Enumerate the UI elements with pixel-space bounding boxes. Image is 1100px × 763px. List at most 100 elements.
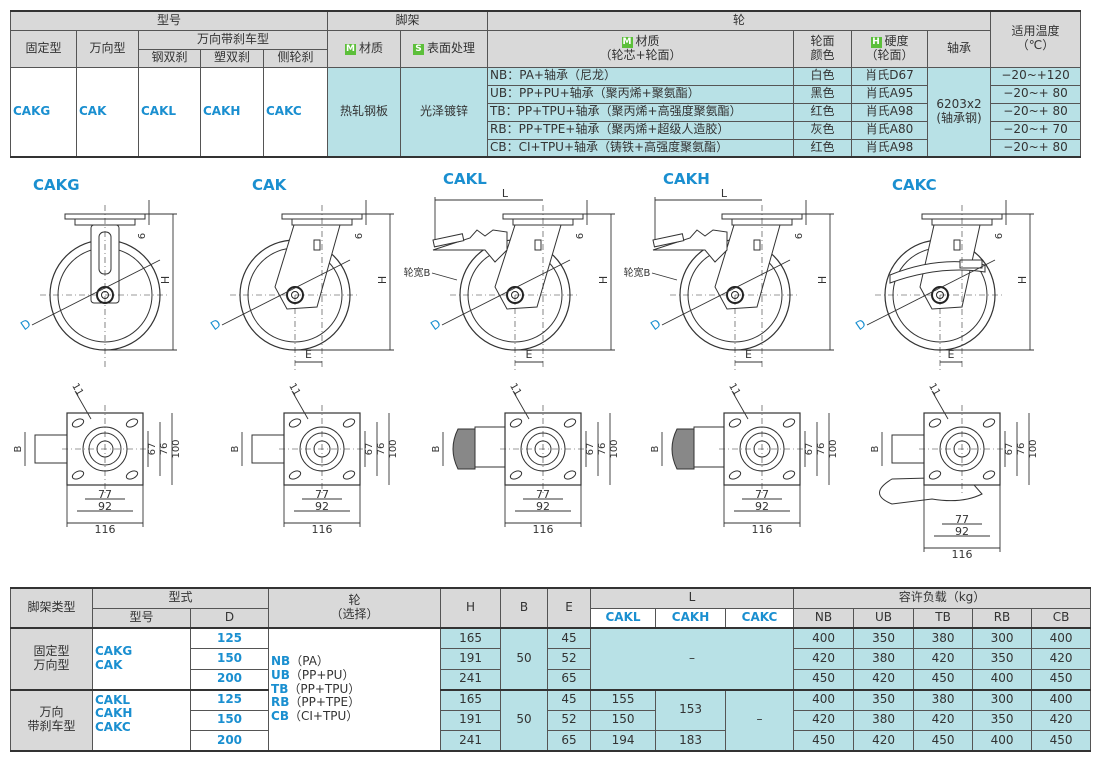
brake-lever-icon bbox=[432, 229, 508, 263]
header-L: L bbox=[590, 587, 795, 609]
dim-67-label: 67 bbox=[147, 443, 158, 456]
bearing: 6203x2(轴承钢) bbox=[927, 66, 992, 158]
hole-label: 11 bbox=[726, 381, 742, 398]
dim-92-label: 92 bbox=[536, 500, 550, 513]
bracket-surface: 光泽镀锌 bbox=[400, 66, 489, 158]
wheel-option: NB（PA） bbox=[271, 654, 440, 669]
L-CAKL-value: 155 bbox=[590, 688, 657, 711]
wheel-side-icon bbox=[452, 428, 476, 470]
hole-leader bbox=[74, 390, 92, 420]
wheel-width-label: 轮宽B bbox=[624, 266, 651, 279]
header-load-type: UB bbox=[853, 607, 915, 629]
model-cell: CAKH bbox=[200, 66, 264, 158]
wheel-code: TB bbox=[271, 681, 289, 696]
D-leader bbox=[866, 259, 996, 326]
load-value: 300 bbox=[972, 688, 1033, 711]
header-side-brake: 侧轮刹 bbox=[262, 48, 329, 68]
hardness: 肖氏A98 bbox=[851, 138, 929, 158]
header-model: 型号 bbox=[92, 607, 191, 629]
bolt-slot-icon bbox=[125, 418, 139, 428]
load-value: 350 bbox=[853, 627, 915, 649]
six-label: 6 bbox=[794, 233, 805, 239]
tread-color: 红色 bbox=[793, 138, 853, 158]
header-H: H bbox=[440, 587, 502, 629]
header-D: D bbox=[189, 607, 270, 629]
wheel-material-badge-icon: M bbox=[621, 36, 633, 48]
wheel-code: RB bbox=[271, 695, 290, 710]
model-code: CAKL bbox=[95, 692, 131, 707]
wheel-material-sub: （轮芯+轮面） bbox=[599, 47, 682, 62]
header-load-type: CB bbox=[1031, 607, 1092, 629]
L-CAKL-value: 150 bbox=[590, 709, 657, 731]
model-cell: CAKL bbox=[138, 66, 201, 158]
E-value: 45 bbox=[547, 688, 592, 711]
brake-pedal bbox=[432, 233, 465, 248]
header-L-model: CAKL bbox=[590, 607, 657, 629]
tread-color: 白色 bbox=[793, 66, 853, 86]
header-form: 型式 bbox=[91, 587, 270, 609]
bolt-slot-icon bbox=[728, 418, 742, 428]
load-value: 380 bbox=[853, 648, 915, 670]
E-value: 65 bbox=[547, 668, 592, 690]
load-value: 450 bbox=[913, 730, 974, 752]
E-label: E bbox=[948, 348, 955, 361]
six-label: 6 bbox=[354, 233, 365, 239]
model-title: CAKG bbox=[33, 176, 80, 194]
header-E: E bbox=[547, 587, 592, 629]
six-label: 6 bbox=[994, 233, 1005, 239]
brake-lever-icon bbox=[652, 229, 728, 263]
temp-range: −20~+ 70 bbox=[990, 120, 1082, 140]
bolt-slot-icon bbox=[928, 470, 942, 480]
B-label: B bbox=[13, 445, 24, 452]
dim-116-label: 116 bbox=[533, 523, 554, 536]
bracket-type-line: 万向 bbox=[39, 705, 64, 720]
surface-badge-icon: S bbox=[413, 43, 425, 55]
wheel-desc: （PP+TPU） bbox=[288, 681, 361, 696]
dim-116-label: 116 bbox=[312, 523, 333, 536]
diameter: 150 bbox=[189, 709, 270, 731]
L-CAKC-value: – bbox=[725, 688, 795, 752]
wheel-side-icon bbox=[34, 434, 68, 464]
load-value: 420 bbox=[853, 668, 915, 690]
D-label: D bbox=[18, 316, 34, 333]
model-title: CAKH bbox=[663, 170, 710, 188]
material-badge-icon: M bbox=[345, 43, 356, 55]
D-label: D bbox=[648, 316, 664, 333]
fork-window bbox=[534, 239, 542, 251]
wheel-width-leader bbox=[431, 272, 458, 281]
load-value: 420 bbox=[793, 648, 855, 670]
dim-100-label: 100 bbox=[1028, 439, 1039, 458]
bolt-slot-icon bbox=[982, 470, 996, 480]
model-code: CAKH bbox=[95, 706, 133, 721]
surface-label: 表面处理 bbox=[427, 40, 476, 55]
load-value: 350 bbox=[972, 648, 1033, 670]
wheel-desc: （PP+PU） bbox=[289, 667, 355, 682]
bolt-slot-icon bbox=[71, 418, 85, 428]
bolt-slot-icon bbox=[288, 418, 302, 428]
dim-100-label: 100 bbox=[828, 439, 839, 458]
wheel-material: NB：PA+轴承（尼龙） bbox=[487, 66, 795, 86]
D-label: D bbox=[208, 316, 224, 333]
header-plastic-double: 塑双刹 bbox=[200, 48, 264, 68]
dim-76-label: 76 bbox=[597, 443, 608, 456]
load-value: 400 bbox=[972, 668, 1033, 690]
hole-label: 11 bbox=[507, 381, 523, 398]
tread-color-label-2: 颜色 bbox=[810, 47, 835, 62]
temp-range: −20~+ 80 bbox=[990, 138, 1082, 158]
model-title: CAKC bbox=[892, 176, 937, 194]
model-cell: CAKG bbox=[10, 66, 77, 158]
hole-label: 11 bbox=[69, 381, 85, 398]
temp-label: 适用温度 bbox=[1011, 24, 1060, 39]
dim-116-label: 116 bbox=[952, 548, 973, 561]
hardness: 肖氏A95 bbox=[851, 84, 929, 104]
B-value: 50 bbox=[500, 627, 549, 690]
wheel-label: 轮 bbox=[348, 593, 361, 608]
D-leader bbox=[31, 259, 161, 326]
